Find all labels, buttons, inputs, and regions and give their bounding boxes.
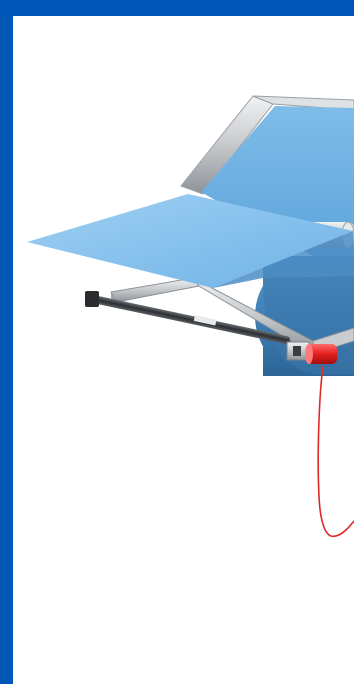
red-cord xyxy=(318,366,354,536)
red-handle xyxy=(305,344,337,364)
illustration-canvas xyxy=(13,16,354,684)
machine-illustration xyxy=(13,16,354,684)
